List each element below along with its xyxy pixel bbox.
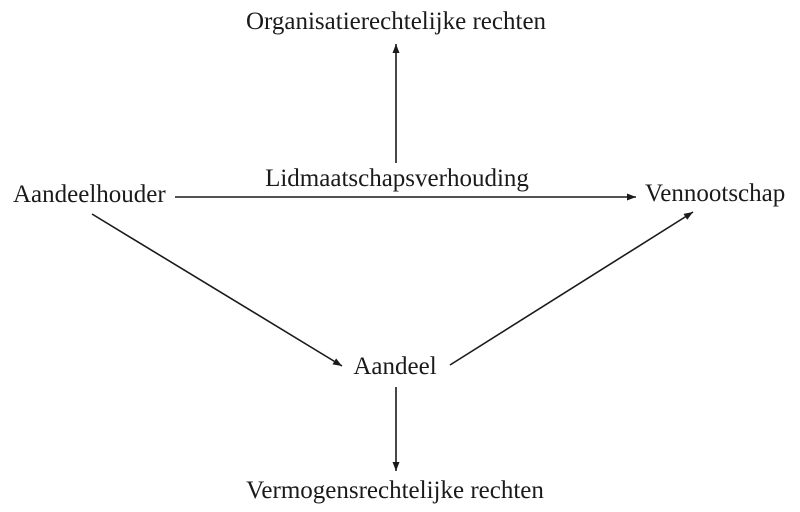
node-label-aandeelhouder: Aandeelhouder — [13, 181, 166, 208]
node-label-lidmaatschapsverhouding: Lidmaatschapsverhouding — [265, 165, 529, 192]
node-label-aandeel: Aandeel — [353, 353, 437, 380]
node-label-vennootschap: Vennootschap — [645, 180, 786, 207]
arrow-aandeelhouder-to-aandeel — [91, 213, 343, 367]
arrow-aandeel-to-vennootschap — [449, 211, 694, 366]
node-label-organisatierechtelijke-rechten: Organisatierechtelijke rechten — [245, 8, 547, 35]
node-label-vermogensrechtelijke-rechten: Vermogensrechtelijke rechten — [246, 477, 544, 504]
